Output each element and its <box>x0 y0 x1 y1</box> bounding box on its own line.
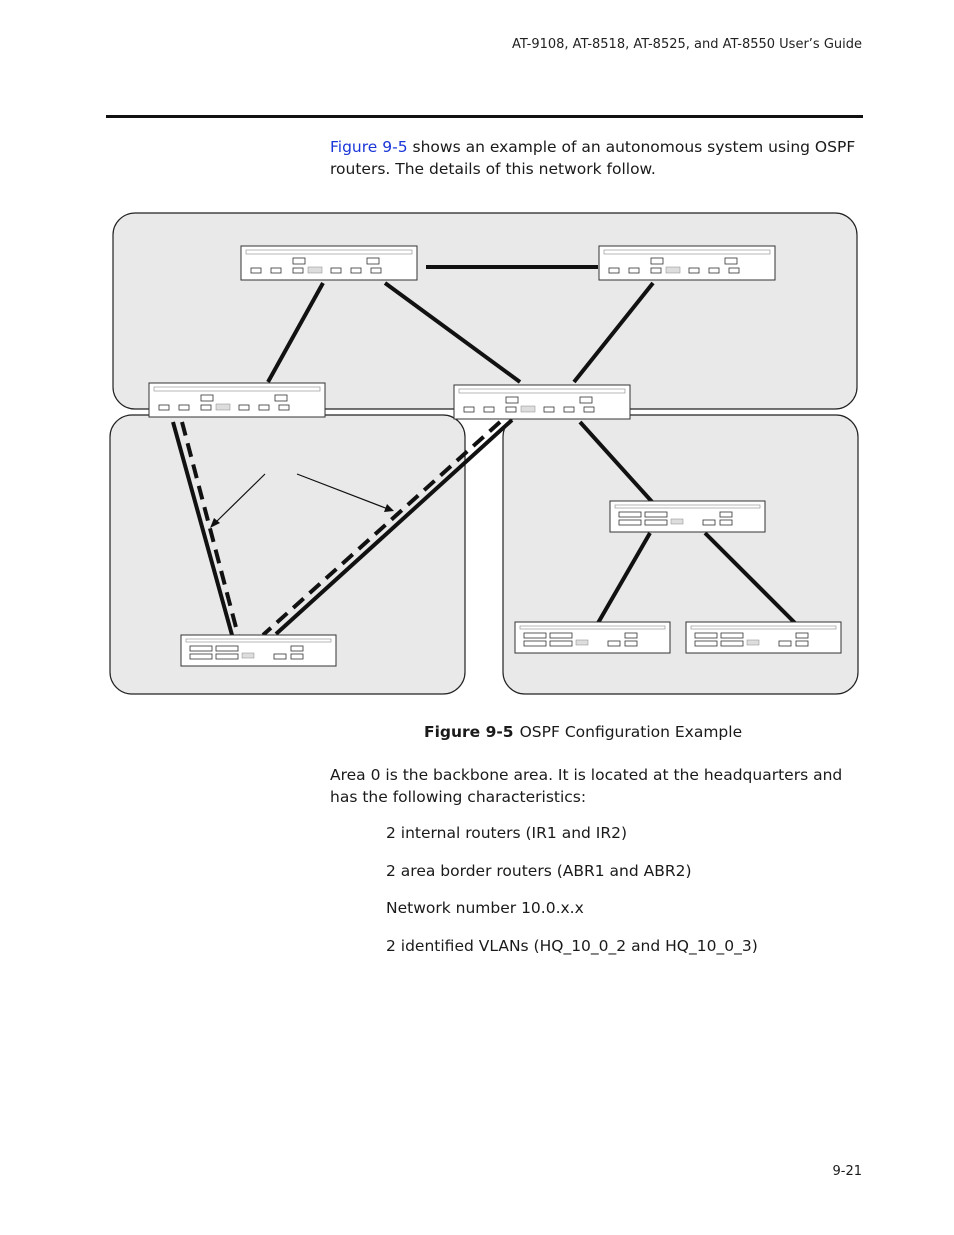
virtual-link-abr2 <box>261 420 502 637</box>
list-item: Network number 10.0.x.x <box>386 899 584 917</box>
device-ir1 <box>240 245 418 281</box>
link-hub-right <box>703 531 797 625</box>
link-hub-left <box>596 531 652 625</box>
link-abr2-area2-hub <box>578 420 656 506</box>
running-header: AT-9108, AT-8518, AT-8525, and AT-8550 U… <box>512 37 862 52</box>
annotation-arrow-right <box>296 473 389 510</box>
arrowhead-right <box>384 504 394 512</box>
list-item: 2 area border routers (ABR1 and ABR2) <box>386 861 692 880</box>
page-number: 9-21 <box>832 1164 862 1179</box>
device-area2-hub <box>609 500 766 533</box>
figure-title: OSPF Configuration Example <box>519 723 743 741</box>
figure-number: Figure 9-5 <box>424 723 514 741</box>
list-item: 2 identified VLANs (HQ_10_0_2 and HQ_10_… <box>386 936 758 955</box>
device-abr2 <box>453 384 631 420</box>
list-item: 2 internal routers (IR1 and IR2) <box>386 824 628 842</box>
link-ir1-abr1 <box>266 282 325 383</box>
device-abr1 <box>148 382 326 418</box>
figure-xref-link[interactable]: Figure 9-5 <box>330 138 408 156</box>
link-ir2-abr2 <box>572 281 655 384</box>
link-abr2-area1-router <box>274 418 514 636</box>
characteristics-list: 2 internal routers (IR1 and IR2) 2 area … <box>386 822 758 972</box>
link-abr1-area1-router <box>171 421 234 636</box>
link-ir1-abr2 <box>383 281 522 384</box>
figure-caption: Figure 9-5 OSPF Configuration Example <box>424 723 742 741</box>
device-area1-router <box>180 634 337 667</box>
virtual-link-abr1 <box>180 421 240 636</box>
arrowhead-left <box>210 518 220 528</box>
device-area2-right <box>685 621 842 654</box>
intro-paragraph: Figure 9-5 shows an example of an autono… <box>330 136 870 180</box>
annotation-arrow-left <box>213 473 266 525</box>
device-ir2 <box>598 245 776 281</box>
area-0-box <box>112 212 858 410</box>
device-area2-left <box>514 621 671 654</box>
header-rule <box>106 115 863 118</box>
body-paragraph: Area 0 is the backbone area. It is locat… <box>330 766 843 806</box>
intro-text: shows an example of an autonomous system… <box>330 138 856 178</box>
